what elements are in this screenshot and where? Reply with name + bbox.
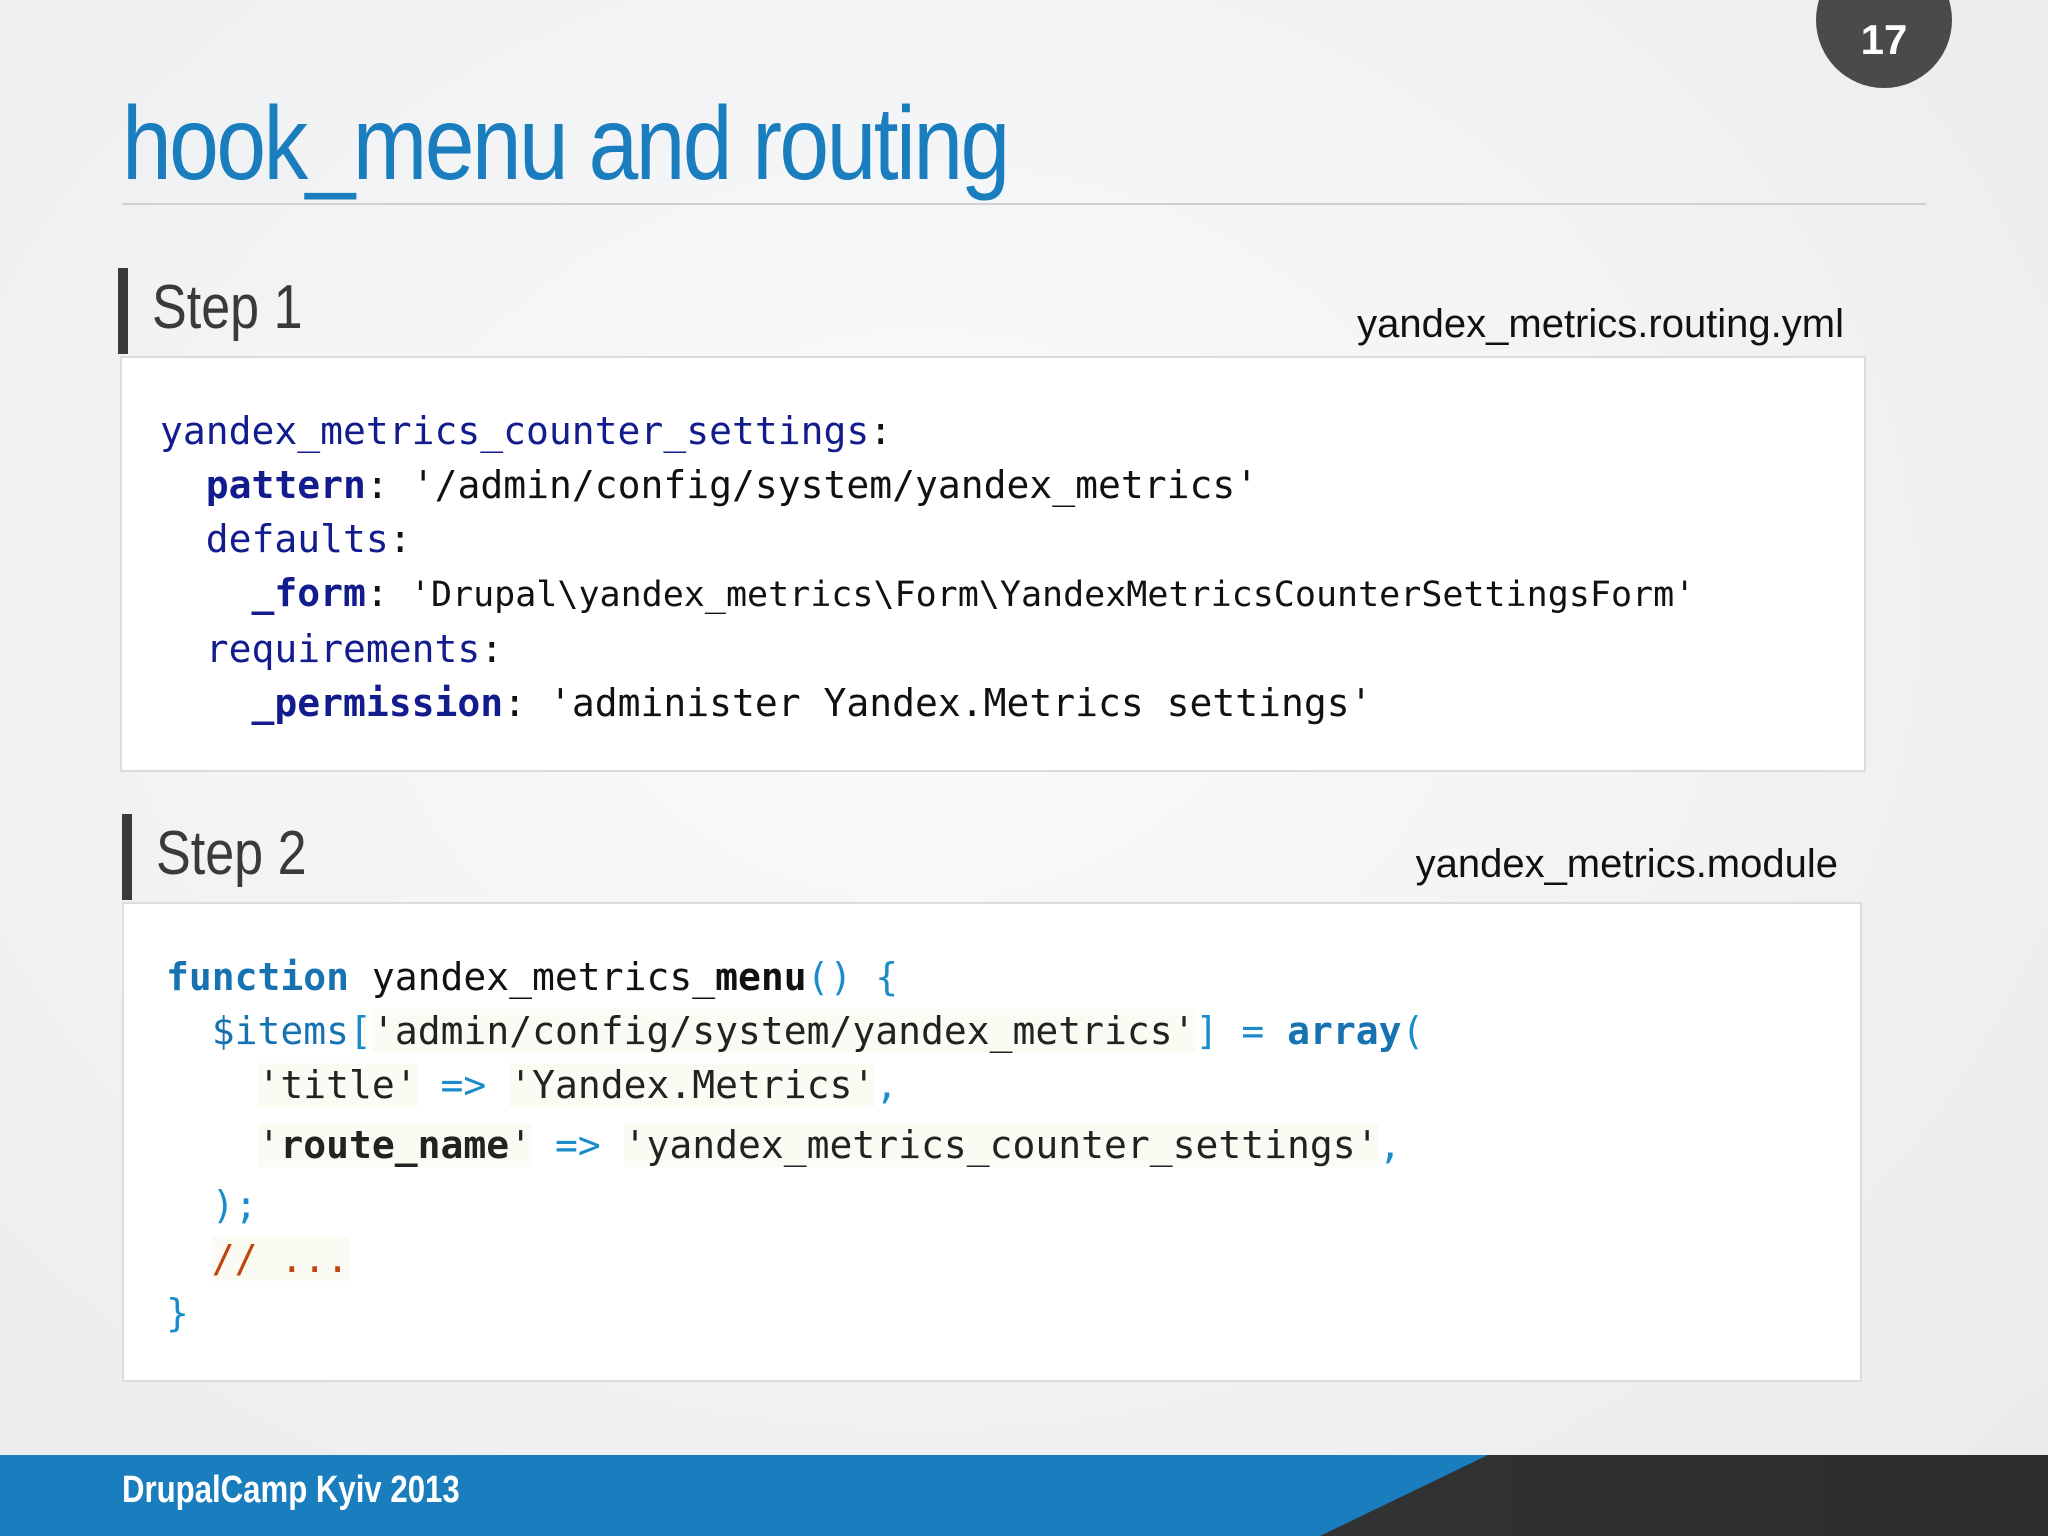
title-divider — [122, 203, 1926, 205]
footer-event-name: DrupalCamp Kyiv 2013 — [122, 1469, 460, 1511]
slide-number-badge: 17 — [1816, 0, 1952, 88]
code-line: yandex_metrics_counter_settings: — [160, 409, 893, 453]
step1-heading: Step 1 — [118, 268, 331, 354]
code-line: ); — [211, 1183, 258, 1227]
code-line: // ... — [211, 1237, 350, 1281]
step1-code: yandex_metrics_counter_settings: pattern… — [160, 404, 1695, 730]
step2-heading: Step 2 — [122, 814, 335, 900]
code-line: function yandex_metrics_menu() { — [166, 955, 899, 999]
code-line: defaults: — [205, 517, 412, 561]
footer-bar: DrupalCamp Kyiv 2013 — [0, 1455, 2048, 1536]
code-line: pattern: '/admin/config/system/yandex_me… — [205, 463, 1259, 507]
step1-code-block: yandex_metrics_counter_settings: pattern… — [120, 356, 1866, 772]
code-line: _form: 'Drupal\yandex_metrics\Form\Yande… — [251, 571, 1696, 615]
slide-title: hook_menu and routing — [122, 86, 1010, 202]
code-line: } — [166, 1291, 189, 1335]
code-line: $items['admin/config/system/yandex_metri… — [211, 1009, 1425, 1053]
step1-file-label: yandex_metrics.routing.yml — [1357, 302, 1844, 346]
step1-heading-text: Step 1 — [152, 273, 303, 342]
step2-code-block: function yandex_metrics_menu() { $items[… — [122, 902, 1862, 1382]
footer-blue-band — [0, 1455, 1488, 1536]
code-line: 'route_name' => 'yandex_metrics_counter_… — [257, 1123, 1402, 1167]
step2-heading-text: Step 2 — [156, 819, 307, 888]
code-line: _permission: 'administer Yandex.Metrics … — [251, 681, 1373, 725]
code-line: requirements: — [205, 627, 504, 671]
step2-file-label: yandex_metrics.module — [1415, 842, 1838, 886]
step2-code: function yandex_metrics_menu() { $items[… — [166, 950, 1424, 1340]
code-line: 'title' => 'Yandex.Metrics', — [257, 1063, 899, 1107]
